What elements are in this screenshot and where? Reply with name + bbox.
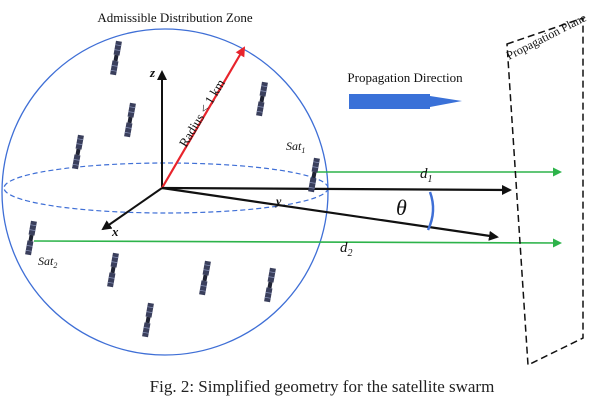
satellite-icon <box>109 40 123 76</box>
satellite-icon <box>198 260 212 296</box>
theta-label: θ <box>396 195 407 220</box>
z-axis-label: z <box>149 65 156 80</box>
sat2-label-base: Sat <box>38 254 54 268</box>
radius-label: Radius < 1 km <box>176 76 228 149</box>
sat2-icon <box>24 220 38 256</box>
sat1-label-sub: 1 <box>301 146 305 155</box>
satellite-icon <box>141 302 155 338</box>
zone-label: Admissible Distribution Zone <box>97 10 253 25</box>
propagation-arrow-icon <box>349 94 462 109</box>
d1-label: d1 <box>420 166 433 185</box>
y-axis-arrow <box>161 184 512 195</box>
x-axis-label: x <box>111 224 119 239</box>
satellite-icon <box>255 81 269 117</box>
satellite-icon <box>71 134 85 170</box>
d2-beam <box>33 238 562 248</box>
d1-label-sub: 1 <box>428 174 433 185</box>
sat1-icon <box>307 157 321 193</box>
d1-label-base: d <box>420 166 428 182</box>
y-axis-label: y <box>274 194 282 208</box>
satellite-icon <box>263 267 277 303</box>
radius-arrow <box>161 46 246 189</box>
rotated-direction-arrow <box>161 186 499 241</box>
d2-label-sub: 2 <box>348 248 353 259</box>
sat1-label: Sat1 <box>286 139 305 155</box>
sat2-label-sub: 2 <box>53 261 57 270</box>
figure-caption: Fig. 2: Simplified geometry for the sate… <box>150 377 495 396</box>
satellite-icon <box>106 252 120 288</box>
admissible-zone-sphere <box>1 28 329 356</box>
propagation-plane-label: Propagation Plane <box>504 10 588 62</box>
propagation-plane <box>506 16 584 367</box>
propagation-direction-label: Propagation Direction <box>347 70 463 85</box>
sat1-label-base: Sat <box>286 139 302 153</box>
d2-label: d2 <box>340 240 353 259</box>
theta-arc <box>426 191 435 231</box>
d2-label-base: d <box>340 240 348 256</box>
sat2-label: Sat2 <box>38 254 57 270</box>
x-axis <box>101 187 163 231</box>
satellite-icon <box>123 102 137 138</box>
